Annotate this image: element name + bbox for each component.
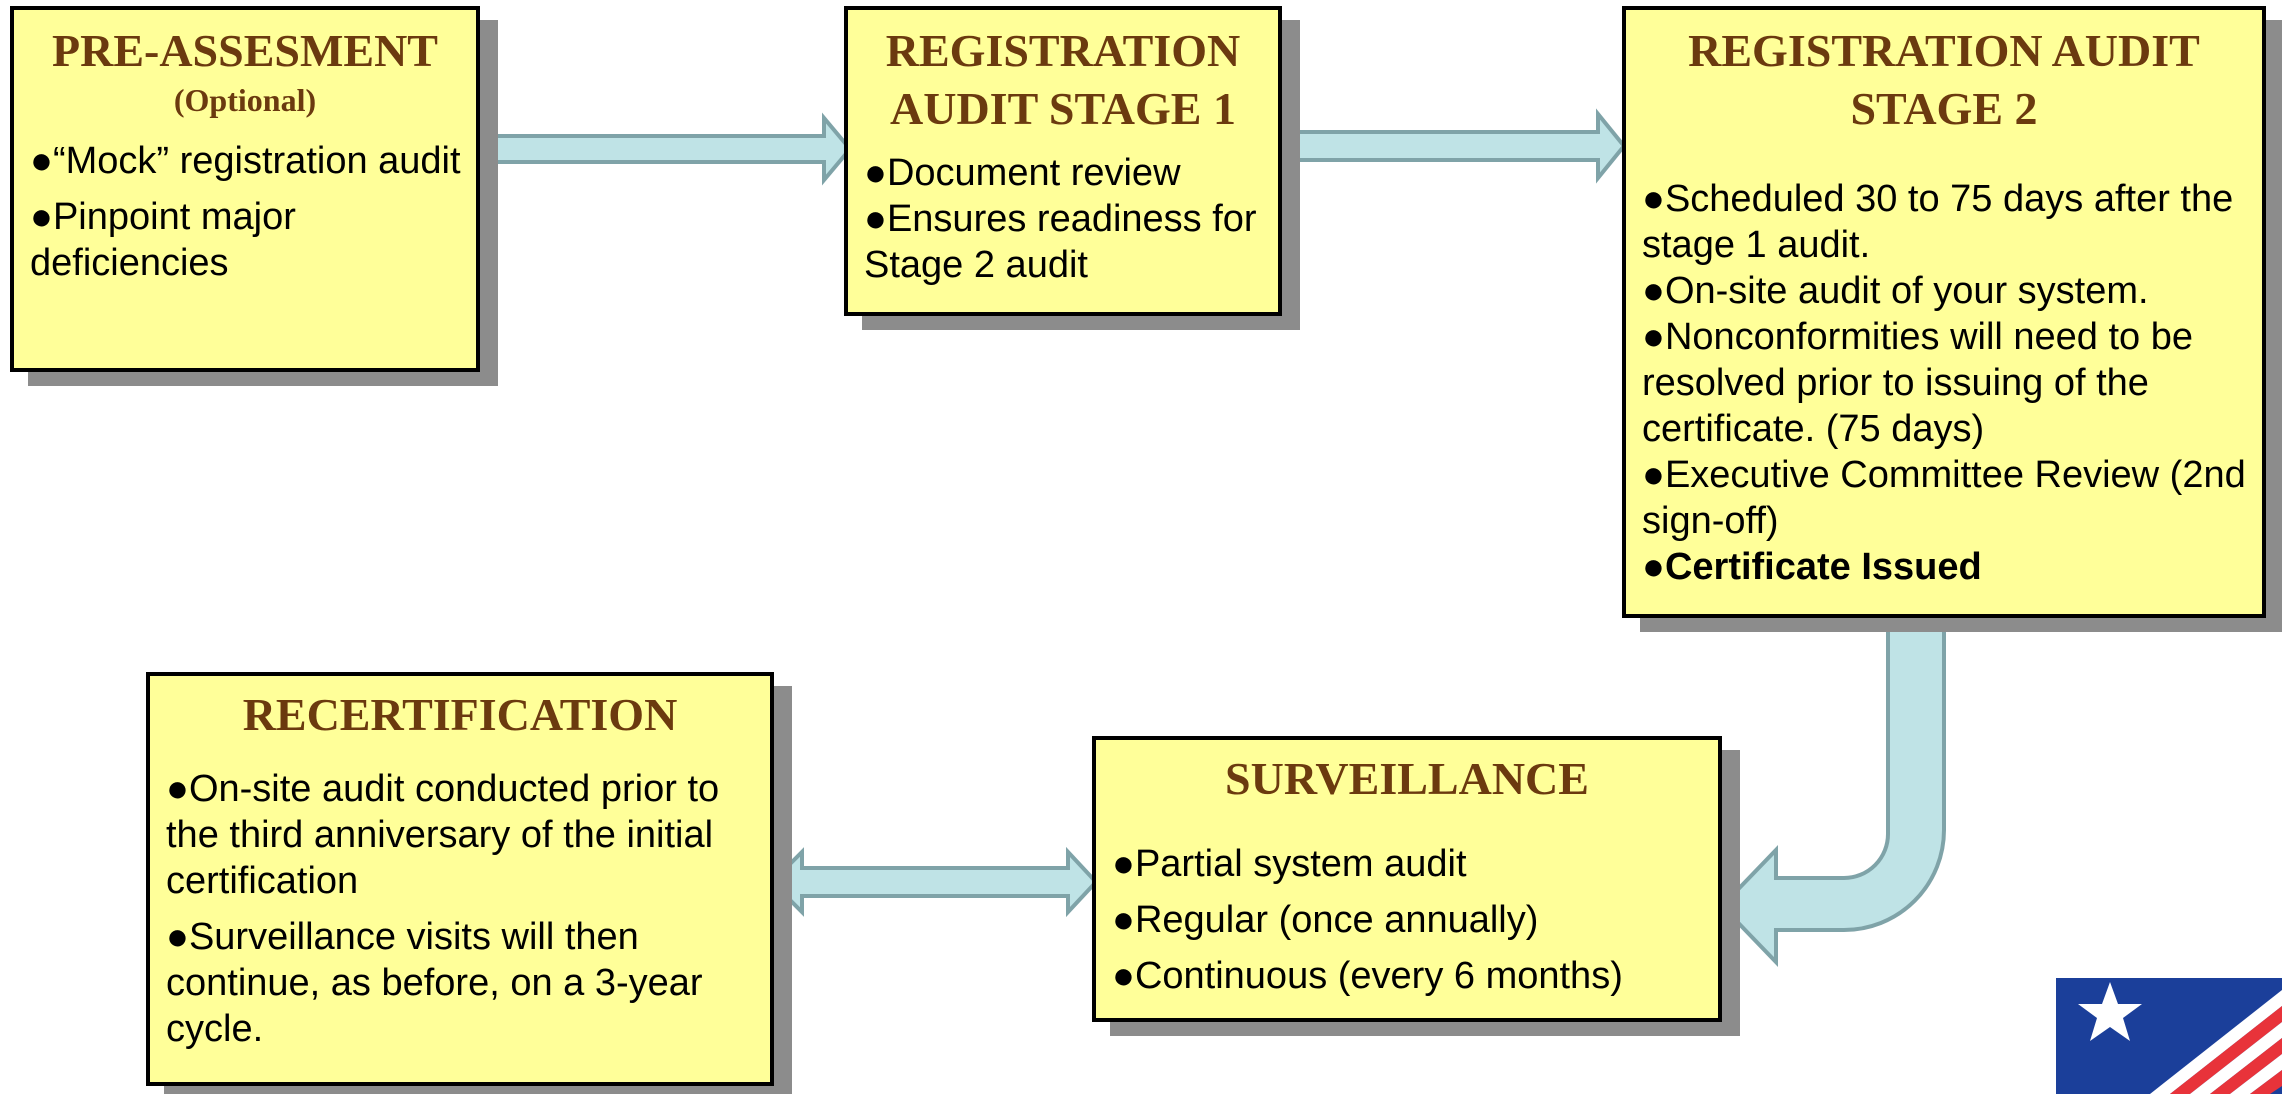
bullet-item: ●Pinpoint major deficiencies <box>30 196 296 284</box>
recertification-bullets: ●On-site audit conducted prior to the th… <box>150 744 770 1052</box>
bullet-item: ●Nonconformities will need to be resolve… <box>1642 316 2193 450</box>
stage1-title-line1: REGISTRATION <box>885 25 1241 76</box>
stage2-title-line1: REGISTRATION AUDIT <box>1688 25 2200 76</box>
bullet-item: ●On-site audit of your system. <box>1642 270 2149 312</box>
bullet-item-certificate: ●Certificate Issued <box>1642 546 1982 588</box>
bullet-item: ●“Mock” registration audit <box>30 140 461 182</box>
stage2-bullets: ●Scheduled 30 to 75 days after the stage… <box>1626 138 2262 590</box>
bullet-item: ●Continuous (every 6 months) <box>1112 955 1623 997</box>
bullet-item: ●Document review <box>864 152 1181 194</box>
pre-assessment-title: PRE-ASSESMENT <box>52 25 438 76</box>
pre-assessment-bullets: ●“Mock” registration audit ●Pinpoint maj… <box>14 120 476 286</box>
bullet-item: ●Surveillance visits will then continue,… <box>166 916 703 1050</box>
registration-audit-stage1-box: REGISTRATION AUDIT STAGE 1 ●Document rev… <box>844 6 1282 316</box>
surveillance-title: SURVEILLANCE <box>1225 753 1589 804</box>
flag-star-logo-icon <box>2056 978 2282 1094</box>
pre-assessment-subtitle: (Optional) <box>173 82 317 118</box>
recertification-title: RECERTIFICATION <box>242 689 678 740</box>
bullet-item: ●Executive Committee Review (2nd sign-of… <box>1642 454 2246 542</box>
surveillance-box: SURVEILLANCE ●Partial system audit ●Regu… <box>1092 736 1722 1022</box>
arrow-pre-to-stage1 <box>476 112 853 186</box>
bullet-item: ●Partial system audit <box>1112 843 1467 885</box>
registration-audit-stage2-box: REGISTRATION AUDIT STAGE 2 ●Scheduled 30… <box>1622 6 2266 618</box>
stage1-bullets: ●Document review ●Ensures readiness for … <box>848 138 1278 288</box>
arrow-surveillance-recertification <box>769 846 1099 918</box>
bullet-item: ●Scheduled 30 to 75 days after the stage… <box>1642 178 2234 266</box>
recertification-box: RECERTIFICATION ●On-site audit conducted… <box>146 672 774 1086</box>
pre-assessment-box: PRE-ASSESMENT (Optional) ●“Mock” registr… <box>10 6 480 372</box>
stage2-title-line2: STAGE 2 <box>1850 83 2038 134</box>
bullet-item: ●Regular (once annually) <box>1112 899 1539 941</box>
arrow-stage1-to-stage2 <box>1278 108 1627 184</box>
bullet-item: ●On-site audit conducted prior to the th… <box>166 768 720 902</box>
surveillance-bullets: ●Partial system audit ●Regular (once ann… <box>1096 808 1718 1004</box>
arrow-stage2-to-surveillance <box>1719 612 1946 967</box>
stage1-title-line2: AUDIT STAGE 1 <box>890 83 1236 134</box>
bullet-item: ●Ensures readiness for Stage 2 audit <box>864 198 1257 286</box>
